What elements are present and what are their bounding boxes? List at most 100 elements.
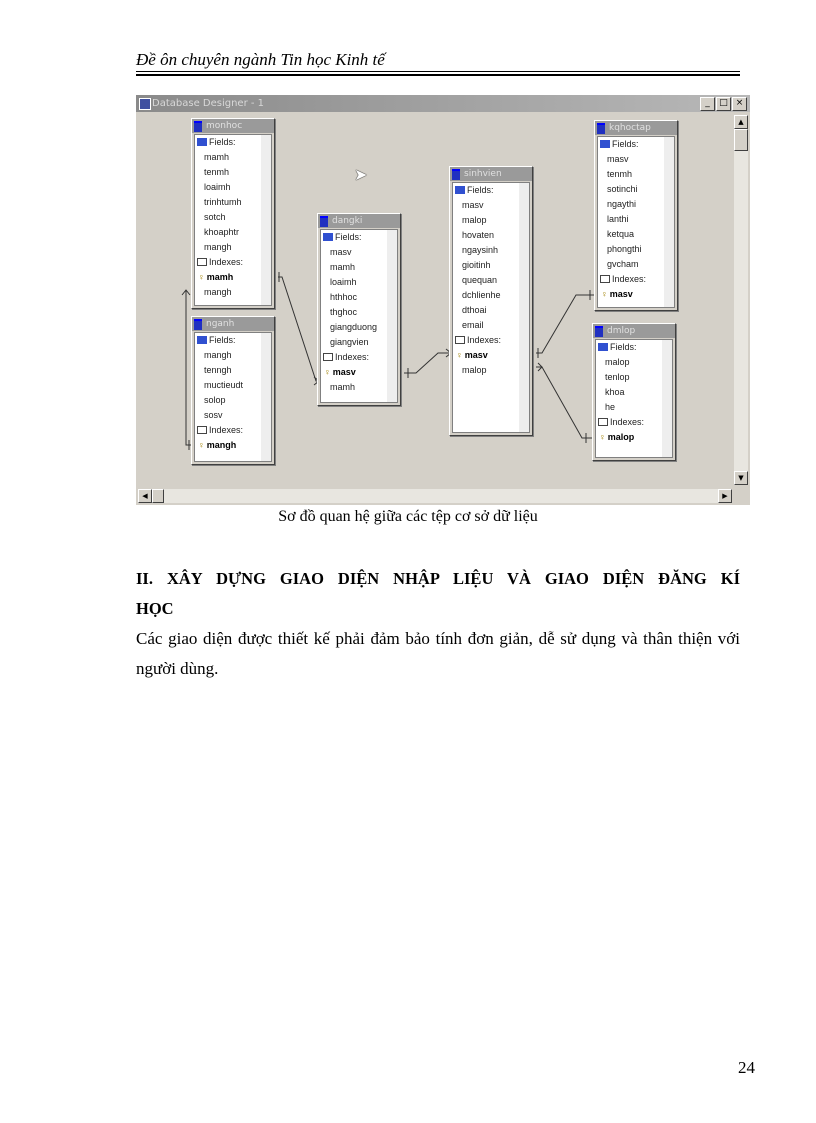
field-item[interactable]: tenlop <box>605 372 630 382</box>
field-item[interactable]: sosv <box>204 410 223 420</box>
scroll-up-icon[interactable]: ▲ <box>734 115 748 129</box>
relation-monhoc-nganh <box>181 289 193 450</box>
field-item[interactable]: email <box>462 320 484 330</box>
field-item[interactable]: trinhtumh <box>204 197 242 207</box>
field-item[interactable]: loaimh <box>204 182 231 192</box>
relationship-lines <box>181 272 594 450</box>
fields-icon <box>598 343 608 351</box>
table-title-bar[interactable]: dmlop <box>593 324 675 338</box>
scroll-thumb-horizontal[interactable] <box>152 489 164 503</box>
field-item[interactable]: lanthi <box>607 214 629 224</box>
horizontal-scrollbar[interactable]: ◀ ▶ <box>138 489 732 503</box>
field-item[interactable]: mangh <box>204 242 232 252</box>
field-item[interactable]: mangh <box>204 350 232 360</box>
index-item[interactable]: ♀masv <box>324 367 356 377</box>
field-item[interactable]: mamh <box>204 152 230 162</box>
index-item[interactable]: ♀malop <box>599 432 635 442</box>
field-item[interactable]: masv <box>330 247 352 257</box>
index-item[interactable]: mamh <box>330 382 356 392</box>
field-item[interactable]: thghoc <box>330 307 358 317</box>
field-item[interactable]: masv <box>607 154 629 164</box>
vertical-scrollbar[interactable]: ▲ ▼ <box>734 115 748 485</box>
table-title-bar[interactable]: dangki <box>318 214 400 228</box>
key-icon: ♀ <box>324 367 331 377</box>
table-scrollbar[interactable] <box>261 135 271 305</box>
key-icon: ♀ <box>198 272 205 282</box>
scroll-down-icon[interactable]: ▼ <box>734 471 748 485</box>
field-item[interactable]: giangduong <box>330 322 378 332</box>
header-rule-thick <box>136 74 740 76</box>
key-icon: ♀ <box>456 350 463 360</box>
table-scrollbar[interactable] <box>261 333 271 461</box>
table-scrollbar[interactable] <box>519 183 529 432</box>
table-title-bar[interactable]: monhoc <box>192 119 274 133</box>
field-item[interactable]: loaimh <box>330 277 357 287</box>
field-item[interactable]: dchlienhe <box>462 290 501 300</box>
index-item[interactable]: ♀mangh <box>198 440 237 450</box>
field-item[interactable]: phongthi <box>607 244 642 254</box>
maximize-button[interactable]: □ <box>716 97 731 111</box>
field-item[interactable]: tenmh <box>204 167 230 177</box>
scroll-left-icon[interactable]: ◀ <box>138 489 152 503</box>
field-item[interactable]: masv <box>462 200 484 210</box>
field-item[interactable]: hovaten <box>462 230 495 240</box>
field-item[interactable]: malop <box>605 357 630 367</box>
field-item[interactable]: ngaythi <box>607 199 637 209</box>
field-item[interactable]: malop <box>462 215 487 225</box>
field-item[interactable]: khoaphtr <box>204 227 240 237</box>
table-scrollbar[interactable] <box>387 230 397 402</box>
field-item[interactable]: ngaysinh <box>462 245 499 255</box>
field-item[interactable]: tenngh <box>204 365 232 375</box>
field-item[interactable]: khoa <box>605 387 625 397</box>
table-scrollbar[interactable] <box>662 340 672 457</box>
index-item[interactable]: ♀masv <box>601 289 633 299</box>
index-item[interactable]: ♀mamh <box>198 272 234 282</box>
field-item[interactable]: he <box>605 402 616 412</box>
field-item[interactable]: giangvien <box>330 337 369 347</box>
close-button[interactable]: × <box>732 97 747 111</box>
table-scrollbar[interactable] <box>664 137 674 307</box>
field-item[interactable]: sotinchi <box>607 184 638 194</box>
fields-icon <box>600 140 610 148</box>
index-item[interactable]: ♀masv <box>456 350 488 360</box>
table-title-bar[interactable]: kqhoctap <box>595 121 677 135</box>
field-item[interactable]: sotch <box>204 212 226 222</box>
scroll-thumb[interactable] <box>734 129 748 151</box>
indexes-icon <box>598 418 608 426</box>
table-title-bar[interactable]: sinhvien <box>450 167 532 181</box>
field-item[interactable]: hthhoc <box>330 292 358 302</box>
field-item[interactable]: dthoai <box>462 305 487 315</box>
field-item[interactable]: gvcham <box>607 259 639 269</box>
indexes-section: Indexes: <box>598 272 664 287</box>
field-item[interactable]: tenmh <box>607 169 633 179</box>
index-item[interactable]: malop <box>462 365 487 375</box>
field-item[interactable]: muctieudt <box>204 380 244 390</box>
field-item[interactable]: solop <box>204 395 226 405</box>
header-rule <box>136 71 740 72</box>
index-item[interactable]: mangh <box>204 287 232 297</box>
table-title-bar[interactable]: nganh <box>192 317 274 331</box>
minimize-button[interactable]: _ <box>700 97 715 111</box>
field-item[interactable]: ketqua <box>607 229 635 239</box>
field-item[interactable]: gioitinh <box>462 260 491 270</box>
field-item[interactable]: quequan <box>462 275 498 285</box>
key-icon: ♀ <box>198 440 205 450</box>
scroll-right-icon[interactable]: ▶ <box>718 489 732 503</box>
field-item[interactable]: mamh <box>330 262 356 272</box>
fields-icon <box>455 186 465 194</box>
